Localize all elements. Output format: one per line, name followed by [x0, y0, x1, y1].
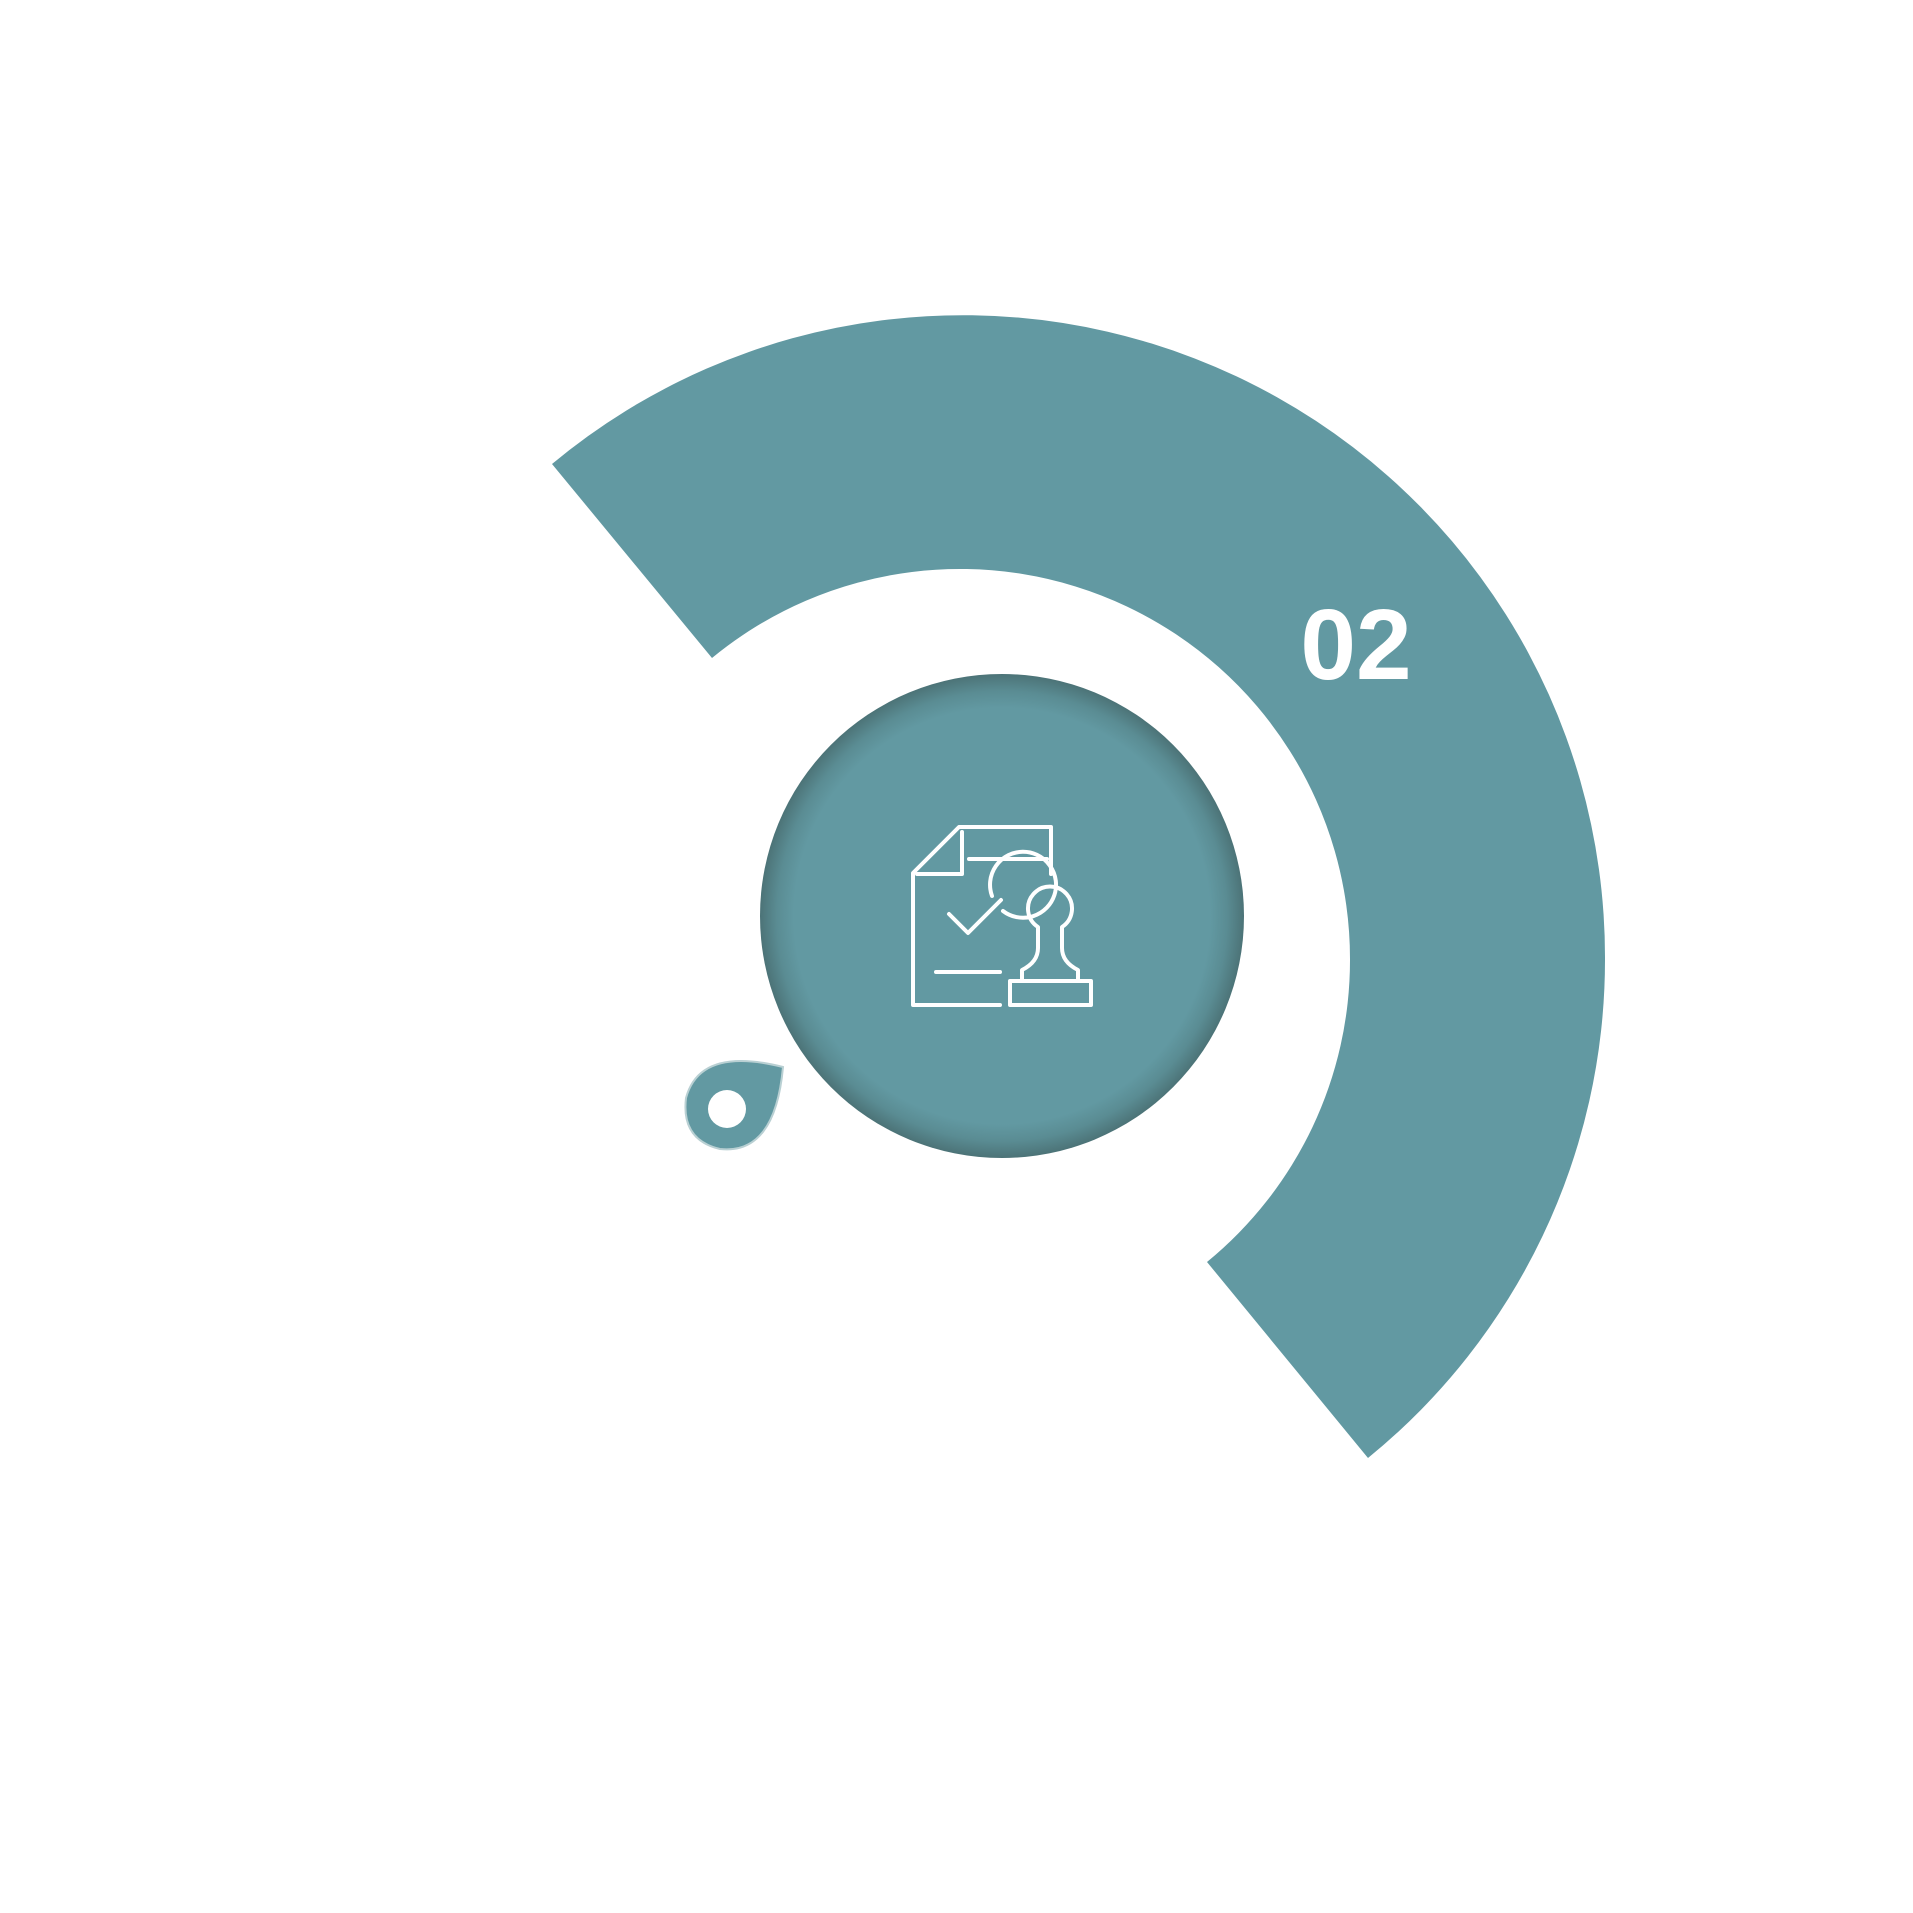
center-disc — [760, 674, 1244, 1158]
step-number: 02 — [1300, 589, 1411, 701]
approved-document-stamp-icon — [911, 825, 1093, 1007]
ring-segment — [552, 315, 1606, 1458]
location-pin-icon — [684, 1060, 785, 1151]
